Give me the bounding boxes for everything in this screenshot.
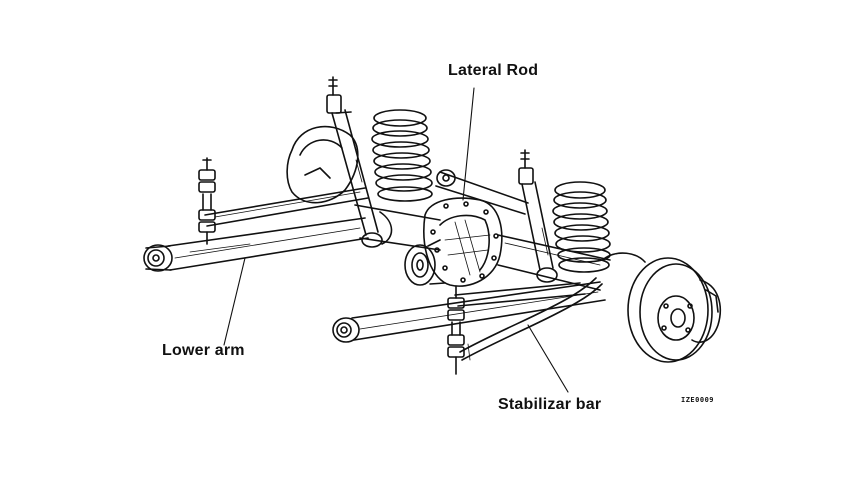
left-lower-arm: [144, 218, 368, 271]
left-brake-backing-plate: [287, 127, 358, 203]
right-stabilizer-link: [448, 286, 464, 374]
figure-code: IZE0009: [681, 396, 715, 404]
right-coil-spring: [553, 182, 610, 272]
lateral-rod: [436, 170, 528, 214]
right-brake-disc: [605, 253, 720, 362]
axle-housing-right: [498, 235, 610, 290]
pinion-flange: [405, 240, 445, 285]
label-stabilizer-bar: Stabilizar bar: [498, 396, 602, 413]
leader-lines: [224, 88, 568, 392]
leader-line-lower-arm: [224, 258, 245, 345]
stabilizer-bar: [460, 278, 602, 360]
label-lower-arm: Lower arm: [162, 342, 245, 359]
left-coil-spring: [372, 110, 432, 201]
leader-line-lateral-rod: [463, 88, 474, 200]
left-stabilizer-link: [199, 158, 215, 244]
right-shock-absorber: [519, 150, 557, 282]
axle-housing-left: [355, 205, 440, 250]
leader-line-stabilizer-bar: [528, 325, 568, 392]
right-upper-arm: [455, 283, 585, 306]
label-lateral-rod: Lateral Rod: [448, 62, 539, 79]
right-lower-arm: [333, 282, 605, 342]
left-upper-arm: [205, 188, 368, 226]
left-shock-absorber: [327, 77, 382, 247]
